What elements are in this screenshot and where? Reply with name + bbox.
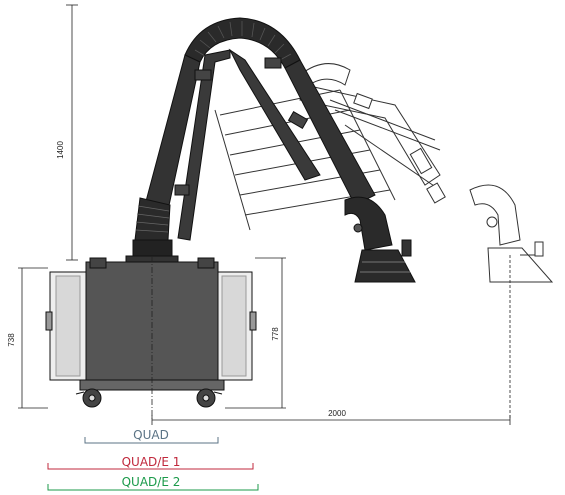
variant-label-quad-e2: QUAD/E 2	[122, 475, 181, 489]
variant-quad-e1: QUAD/E 1	[47, 455, 254, 470]
variant-label-quad-e1: QUAD/E 1	[122, 455, 181, 469]
filter-cabinet	[45, 255, 257, 408]
variant-quad-e2: QUAD/E 2	[47, 475, 259, 491]
variant-quad: QUAD	[84, 428, 219, 444]
dim-label-778: 778	[271, 327, 280, 341]
variant-bracket-quad-e1	[47, 463, 254, 470]
dim-label-738: 738	[7, 333, 16, 347]
main-arm	[132, 17, 416, 283]
dimension-lines	[18, 4, 511, 425]
variant-bracket-quad-e2	[47, 484, 259, 491]
variant-bracket-quad	[84, 437, 219, 444]
variant-label-quad: QUAD	[133, 428, 169, 442]
dim-label-2000: 2000	[328, 409, 346, 418]
dim-label-1400: 1400	[56, 141, 65, 159]
